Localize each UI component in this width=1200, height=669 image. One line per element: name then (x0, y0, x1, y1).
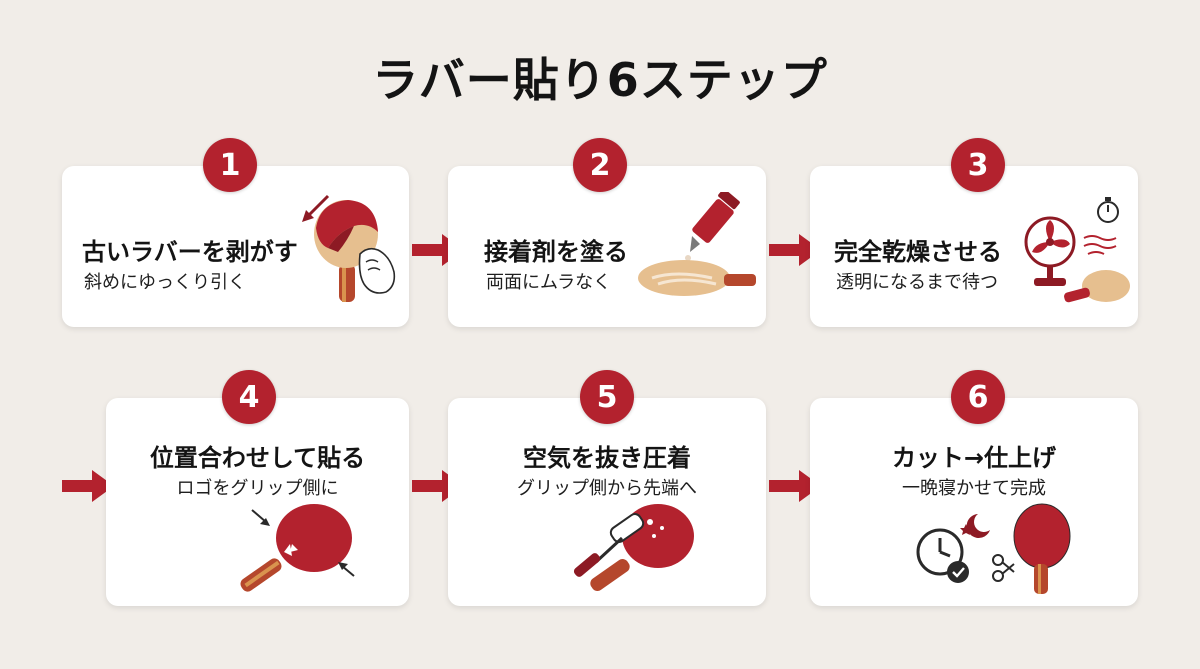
step-subtitle-5: グリップ側から先端へ (517, 478, 697, 499)
hand-icon (358, 247, 396, 294)
apply-glue-illustration (638, 192, 756, 296)
step-card-6 (810, 398, 1138, 606)
moon-icon (960, 514, 990, 538)
roller-icon (573, 513, 645, 577)
page-title: ラバー貼り6ステップ (372, 53, 828, 107)
arrow-icon (251, 509, 355, 577)
drying-illustration (1024, 197, 1130, 303)
fan-icon (1024, 216, 1076, 286)
flow-arrow-3-4 (62, 470, 114, 502)
step-subtitle-6: 一晩寝かせて完成 (902, 478, 1046, 499)
step-number-badge-3: 3 (951, 138, 1005, 192)
step-subtitle-3: 透明になるまで待つ (836, 272, 998, 293)
step-card-3 (810, 166, 1138, 327)
finish-illustration (916, 503, 1071, 594)
step-number-badge-2: 2 (573, 138, 627, 192)
align-rubber-illustration (240, 504, 355, 592)
step-number-badge-5: 5 (580, 370, 634, 424)
blade-icon (638, 260, 756, 296)
scissors-icon (992, 554, 1015, 582)
stopwatch-icon (1097, 197, 1119, 223)
step-title-3: 完全乾燥させる (834, 238, 1002, 266)
step-title-2: 接着剤を塗る (484, 238, 628, 266)
step-subtitle-4: ロゴをグリップ側に (176, 478, 339, 499)
paddle-icon (314, 200, 378, 302)
paddle-icon (240, 504, 352, 592)
paddle-icon (1013, 503, 1071, 594)
glue-tube-icon (685, 192, 740, 261)
step-number-badge-6: 6 (951, 370, 1005, 424)
clock-icon (916, 528, 969, 583)
step-card-2 (448, 166, 766, 327)
flow-arrow-5-6 (769, 470, 821, 502)
step-number-badge-1: 1 (203, 138, 257, 192)
blade-icon (1064, 270, 1130, 303)
step-title-6: カット→仕上げ (891, 444, 1057, 472)
press-rubber-illustration (573, 504, 694, 591)
step-subtitle-1: 斜めにゆっくり引く (84, 272, 246, 293)
step-title-5: 空気を抜き圧着 (523, 444, 691, 472)
peel-rubber-illustration (302, 194, 396, 302)
step-title-1: 古いラバーを剥がす (82, 238, 298, 266)
flow-arrow-2-3 (769, 234, 821, 266)
step-subtitle-2: 両面にムラなく (486, 272, 612, 293)
step-number-badge-4: 4 (222, 370, 276, 424)
wind-lines (1083, 235, 1117, 255)
arrow-icon (302, 194, 330, 222)
step-title-4: 位置合わせして貼る (149, 444, 366, 472)
